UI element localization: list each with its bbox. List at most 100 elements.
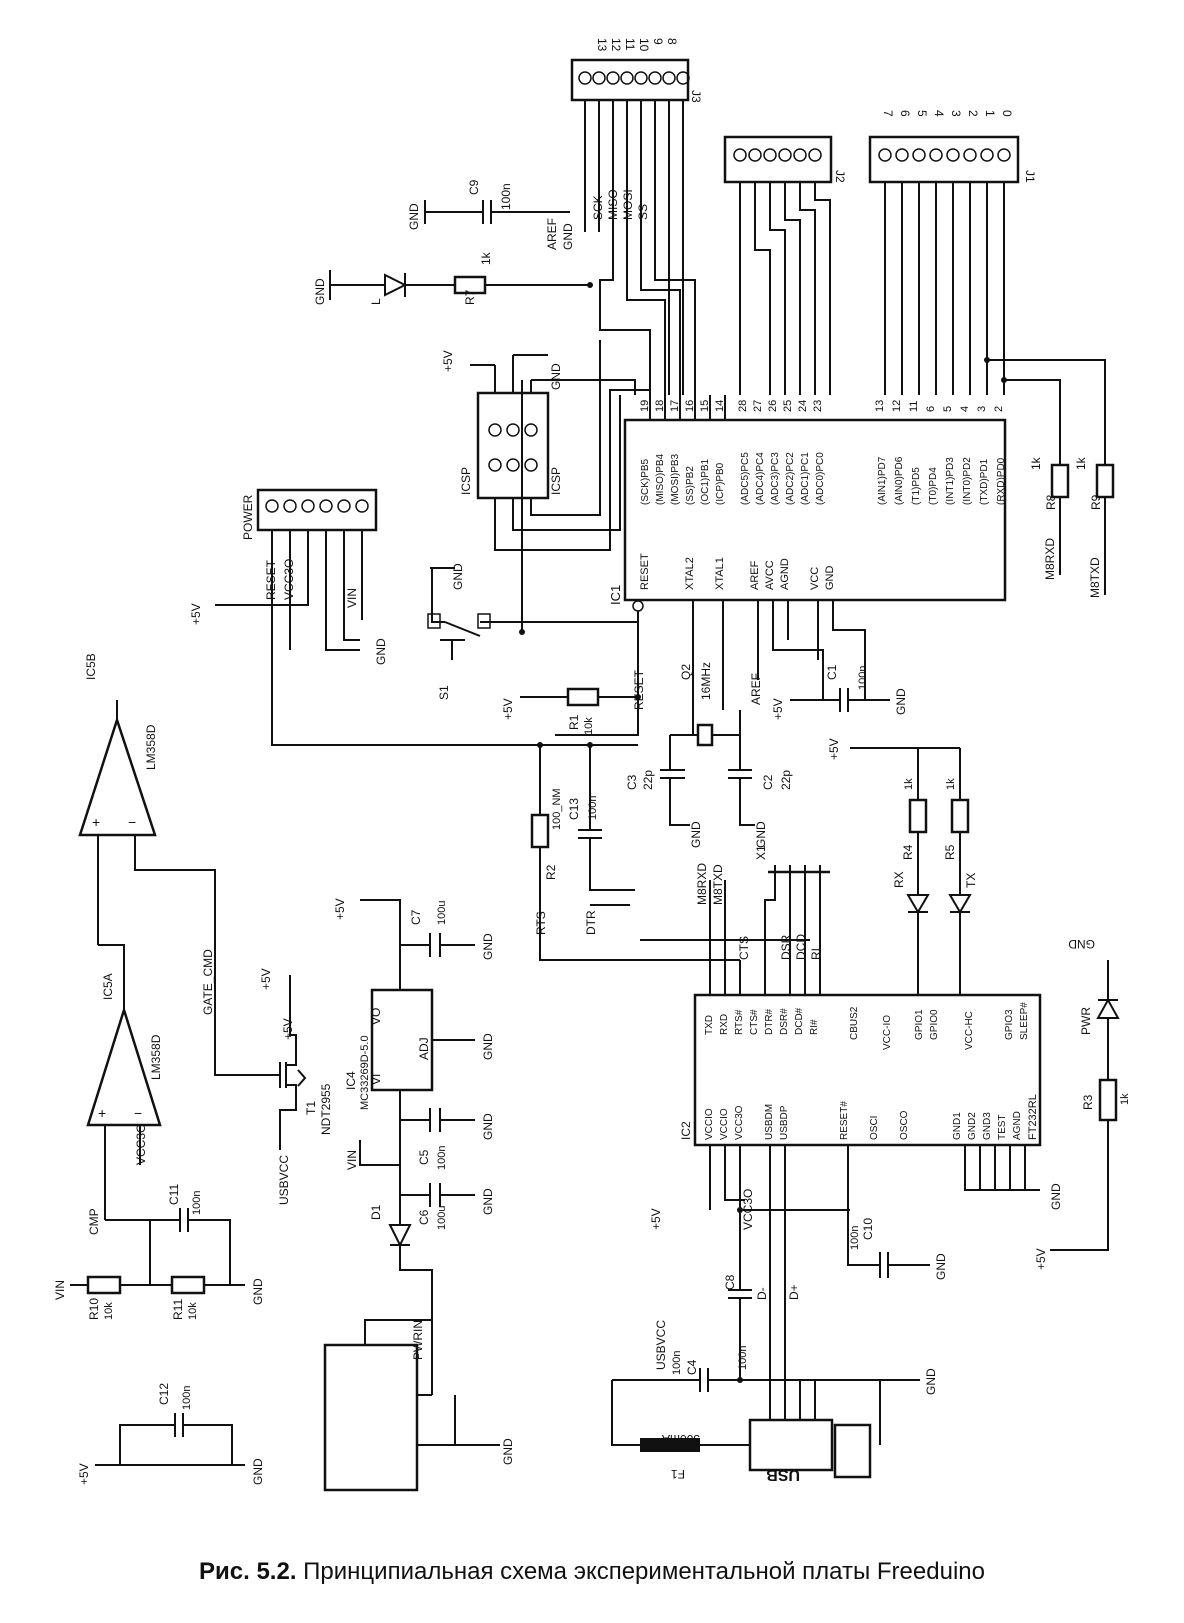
capacitor-c4-ref: C4: [685, 1359, 699, 1375]
capacitor-c13-value: 100n: [587, 796, 599, 820]
capacitor-c1-ref: C1: [825, 664, 839, 680]
gnd-label: GND: [481, 933, 495, 960]
connector-j1-ref: J1: [1023, 170, 1037, 183]
net-vcc3o-label: VCC3O: [282, 559, 296, 600]
mcu-pin-number: 24: [797, 400, 809, 412]
connector-power-body: [256, 488, 378, 532]
led-l-branch: GND L R7 1k: [313, 251, 590, 305]
mcu-pin-label: (INT1)PD3: [945, 457, 956, 505]
capacitor-c6-value: 100u: [436, 1206, 448, 1230]
usb-connector-ref: USB: [766, 1466, 800, 1483]
connector-icsp-body: [476, 391, 550, 500]
opamp-ic5a-ref: IC5A: [101, 973, 115, 1000]
ftdi-pin-label: GPIO3: [1004, 1009, 1015, 1040]
resistor-r1-ref: R1: [567, 714, 581, 730]
mcu-pin-label: (ADC2)PC2: [785, 452, 796, 505]
led-rx-tx: +5V 1k 1k R4 R5 RX TX: [827, 738, 978, 975]
svg-text:+: +: [92, 814, 100, 830]
usb-connector: [748, 1418, 834, 1472]
j1-pin-label: 4: [932, 110, 946, 117]
capacitor-c8-value: 100n: [737, 1346, 749, 1370]
capacitor-c5-ref: C5: [417, 1149, 431, 1165]
capacitor-c10-value: 100n: [849, 1226, 861, 1250]
ftdi-pin-label: VCC-HC: [964, 1011, 975, 1050]
mcu-pin-label: (ADC1)PC1: [800, 452, 811, 505]
mcu-pin-label: (MISO)PB4: [655, 453, 666, 505]
connector-j2: J2: [723, 135, 847, 184]
mcu-pin-label: VCC: [809, 567, 821, 590]
resistor-r9-value: 1k: [1074, 456, 1088, 470]
gnd-label: GND: [934, 1253, 948, 1280]
svg-text:−: −: [134, 1105, 142, 1121]
regulator-pin-label: ADJ: [417, 1037, 431, 1060]
net-usbvcc-label: USBVCC: [654, 1320, 668, 1370]
ftdi-ic2-ref: IC2: [679, 1121, 693, 1140]
opamp-ic5b-ref: IC5B: [84, 653, 98, 680]
gnd-label: GND: [251, 1458, 265, 1485]
resistor-r2: [530, 813, 550, 849]
mcu-pin-number: 18: [654, 400, 666, 412]
resistors-r8-r9: R8 1k R9 1k M8RXD M8TXD: [1029, 456, 1115, 598]
ftdi-pin-label: GPIO1: [914, 1009, 925, 1040]
net-m8rxd-label: M8RXD: [695, 863, 709, 905]
mosfet-t1-ref: T1: [304, 1101, 318, 1115]
ftdi-pin-label: OSCI: [869, 1116, 880, 1140]
mcu-pin-number: 23: [812, 400, 824, 412]
resistor-r10: [86, 1275, 122, 1295]
j1-pin-label: 0: [1000, 110, 1014, 117]
ftdi-pin-label: VCC-IO: [882, 1015, 893, 1050]
ftdi-pin-label: OSCO: [899, 1110, 910, 1140]
net-5v-label: +5V: [441, 350, 455, 372]
resistor-r2-ref: R2: [544, 864, 558, 880]
connector-j3-body: [570, 58, 690, 102]
capacitor-c7-ref: C7: [409, 909, 423, 925]
net-5v-label: +5V: [77, 1463, 91, 1485]
j1-pin-label: 5: [915, 110, 929, 117]
resistor-r3-ref: R3: [1081, 1094, 1095, 1110]
resistor-r11-ref: R11: [171, 1299, 185, 1320]
gnd-label: GND: [251, 1278, 265, 1305]
net-vcc3o-label: VCC3O: [741, 1189, 755, 1230]
mcu-pin-label: (OC1)PB1: [700, 458, 711, 505]
usb-section: C8 C4 100n 100n USBVCC GND USB F1 500mA: [611, 1210, 938, 1483]
connector-pwrin-body: [323, 1343, 419, 1492]
ftdi-pin-label: DSR#: [779, 1008, 790, 1035]
capacitor-c9: C9 100n GND: [407, 179, 570, 230]
net-reset-label: RESET: [264, 559, 278, 600]
net-m8rxd-label: M8RXD: [1043, 538, 1057, 580]
net-5v-label: +5V: [189, 603, 203, 625]
mcu-pin-number: 26: [767, 400, 779, 412]
regulator-pin-label: VI: [369, 1074, 383, 1085]
net-vin-label: VIN: [345, 1150, 359, 1170]
ftdi-pin-label: CTS#: [749, 1009, 760, 1035]
capacitor-c10-ref: C10: [861, 1218, 875, 1240]
net-mosi-label: MOSI: [621, 189, 635, 220]
figure-title: Принципиальная схема экспериментальной п…: [303, 1558, 985, 1585]
ftdi-pin-label: RXD: [719, 1014, 730, 1035]
mcu-pin-label: AGND: [779, 558, 791, 590]
gnd-label: GND: [924, 1368, 938, 1395]
ftdi-pin-label: RTS#: [734, 1009, 745, 1035]
capacitor-c1: +5V C1 100n GND: [771, 664, 908, 720]
resistor-r7: [453, 275, 487, 295]
capacitor-c12-ref: C12: [157, 1383, 171, 1405]
connector-j1-body: [868, 135, 1020, 184]
net-cmp-label: CMP: [87, 1208, 101, 1235]
j3-pin-label: 8: [665, 38, 679, 45]
resistor-r5-value: 1k: [945, 778, 957, 790]
gnd-label: GND: [451, 563, 465, 590]
capacitor-c9-ref: C9: [467, 179, 481, 195]
net-m8txd-label: M8TXD: [1088, 557, 1102, 598]
connector-power: POWER: [241, 488, 378, 540]
net-miso-label: MISO: [606, 189, 620, 220]
resistor-r1: +5V R1 10k: [501, 687, 638, 735]
mcu-pin-number: 12: [891, 400, 903, 412]
capacitor-c6-ref: C6: [417, 1209, 431, 1225]
mcu-pin-number: 13: [874, 400, 886, 412]
net-aref-label: AREF: [545, 218, 559, 250]
mcu-pin-label: (AIN0)PD6: [894, 456, 905, 505]
resistor-r1-value: 10k: [583, 717, 595, 735]
ftdi-pin-label: CBUS2: [849, 1006, 860, 1040]
j3-pin-label: 13: [595, 38, 609, 52]
ftdi-ic2-part: FT232RL: [1027, 1094, 1039, 1140]
